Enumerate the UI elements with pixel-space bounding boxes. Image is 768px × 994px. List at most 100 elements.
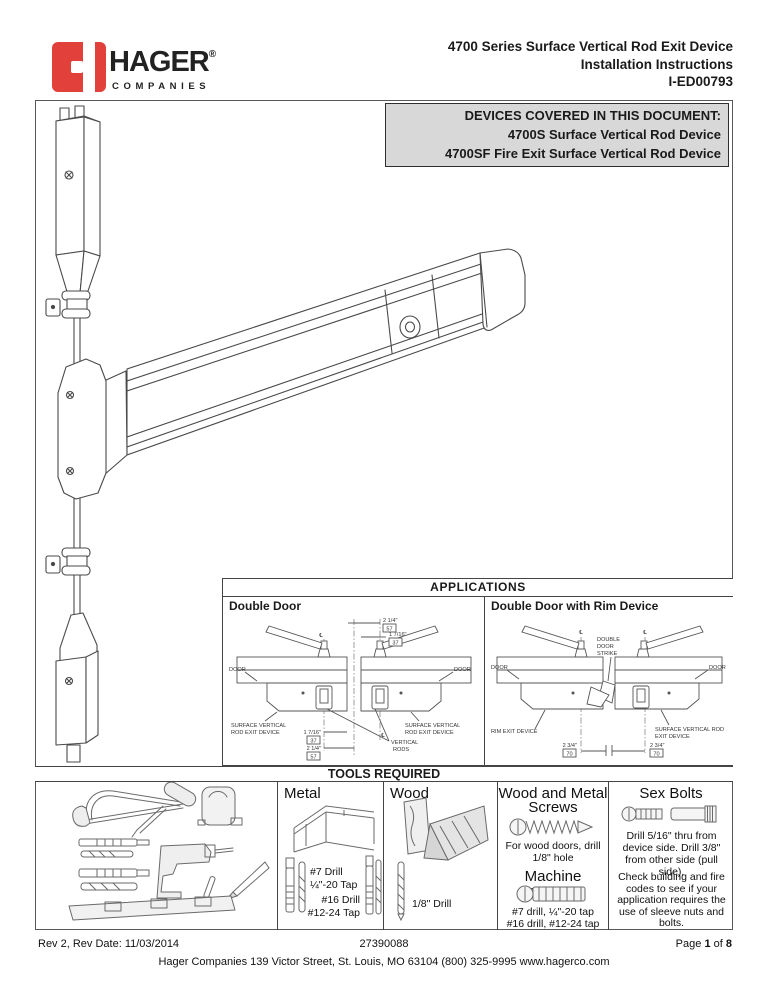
dim-top-inner: 1 7/16": [389, 632, 407, 638]
page-indicator: Page 1 of 8: [676, 938, 732, 950]
svr-device-label-left: SURFACE VERTICAL: [231, 723, 286, 729]
hacksaw-icon: [72, 790, 184, 827]
dim-bot-outer-mm: 57: [310, 755, 316, 761]
dim-bot-outer: 2 1/4": [307, 746, 321, 752]
machine-screw-note-2: #16 drill, #12-24 tap: [506, 918, 600, 930]
tap-icon: [78, 838, 150, 878]
devices-covered-box: DEVICES COVERED IN THIS DOCUMENT: 4700S …: [385, 103, 729, 167]
dim-top-outer-mm: 57: [386, 627, 392, 633]
svr-device-label-right-2: ROD EXIT DEVICE: [405, 730, 454, 736]
machine-screw-icon: [516, 885, 586, 903]
logo-hinge-tab-icon: [71, 61, 84, 73]
svr-device-label-2: EXIT DEVICE: [655, 734, 690, 740]
rim-exit-device-label: RIM EXIT DEVICE: [491, 729, 538, 735]
metal-tools-column: Metal #7 Drill ¼"-20 Tap: [277, 782, 383, 930]
double-door-strike-label-3: STRIKE: [597, 651, 617, 657]
double-door-panel: Double Door ℄ ℄: [223, 596, 485, 765]
brand-text: HAGER: [109, 46, 210, 78]
machine-screw-note-1: #7 drill, ¼"-20 tap: [512, 906, 594, 918]
double-door-diagram: ℄ ℄: [229, 618, 472, 761]
sex-bolt-icon: [621, 805, 717, 823]
wood-screw-icon: [509, 818, 594, 836]
dim-left: 2 3/4": [563, 743, 577, 749]
dim-right-mm: 70: [653, 752, 659, 758]
tap1-line1: #7 Drill: [310, 866, 343, 878]
double-door-strike-label-2: DOOR: [597, 644, 614, 650]
page-of: of: [713, 938, 723, 950]
dim-left-mm: 70: [566, 752, 572, 758]
sex-bolts-note-2: Check building and fire codes to see if …: [617, 871, 726, 929]
tape-measure-icon: [197, 786, 243, 826]
tap-and-drill-icon: [365, 855, 382, 915]
centerline-symbol: ℄: [318, 633, 323, 639]
page-number: 1: [704, 938, 711, 950]
brand-subtitle: COMPANIES: [112, 81, 211, 92]
page-total: 8: [725, 938, 732, 950]
door-label-left: DOOR: [229, 667, 246, 673]
drill-bit-icon: [397, 861, 405, 922]
drill-bit-icon: [80, 850, 138, 891]
applications-heading: APPLICATIONS: [223, 579, 733, 597]
top-latch: [55, 105, 101, 296]
dim-bot-inner: 1 7/16": [303, 730, 321, 736]
document-title: 4700 Series Surface Vertical Rod Exit De…: [448, 38, 733, 91]
centerline-symbol: ℄: [380, 733, 385, 739]
wood-screw-note-1: For wood doors, drill: [505, 840, 601, 852]
vertical-rods-label-2: RODS: [393, 747, 409, 753]
double-door-rim-title: Double Door with Rim Device: [491, 599, 659, 613]
devices-heading: DEVICES COVERED IN THIS DOCUMENT:: [464, 108, 721, 123]
logo-hinge-icon: [83, 42, 95, 92]
page-label: Page: [675, 938, 702, 950]
screws-title-2: Screws: [528, 799, 578, 816]
device-model-1: 4700S Surface Vertical Rod Device: [507, 127, 721, 142]
small-drill-bit-icon: [203, 876, 216, 899]
wood-screw-note-2: 1/8" hole: [532, 852, 574, 864]
svr-device-label-right: SURFACE VERTICAL: [405, 723, 460, 729]
registered-mark: ®: [208, 49, 216, 60]
exit-device-illustration: [45, 105, 526, 763]
screwdriver-icon: [131, 781, 197, 838]
rod-guide-lower: [45, 547, 91, 576]
double-door-title: Double Door: [229, 599, 301, 613]
cylinder-lock-icon: [399, 315, 421, 339]
revision-info: Rev 2, Rev Date: 11/03/2014: [38, 938, 180, 950]
door-label-right: DOOR: [709, 665, 726, 671]
sex-bolts-column: Sex Bolts Drill 5/16" thru from device s…: [608, 782, 733, 930]
dim-top-outer: 2 1/4": [383, 618, 397, 624]
brand-name: HAGER®: [109, 46, 216, 79]
metal-frame-illustration: [293, 805, 375, 853]
screws-title-1: Wood and Metal: [498, 785, 608, 802]
title-line-2: Installation Instructions: [580, 56, 733, 72]
push-bar: [126, 248, 526, 456]
rod-guide-upper: [45, 290, 91, 319]
dim-top-inner-mm: 37: [392, 641, 398, 647]
wood-title: Wood: [390, 785, 429, 802]
dim-bot-inner-mm: 37: [310, 739, 316, 745]
svr-device-label: SURFACE VERTICAL ROD: [655, 727, 724, 733]
content-border: [35, 100, 733, 930]
wood-frame-illustration: [403, 797, 489, 861]
dim-right: 2 3/4": [650, 743, 664, 749]
vertical-rods-label: VERTICAL: [391, 740, 418, 746]
device-model-2: 4700SF Fire Exit Surface Vertical Rod De…: [444, 146, 721, 161]
double-door-rim-panel: Double Door with Rim Device ℄ ℄: [485, 596, 733, 765]
tap-and-drill-icon: [285, 857, 306, 913]
screws-column: Wood and Metal Screws For wood doors, dr…: [497, 782, 608, 930]
wood-drill-label: 1/8" Drill: [412, 898, 452, 910]
level-icon: [68, 895, 236, 921]
bottom-bolt: [66, 744, 81, 763]
applications-section: APPLICATIONS Double Door ℄ ℄: [222, 578, 733, 766]
sex-bolts-title: Sex Bolts: [639, 785, 703, 802]
metal-title: Metal: [284, 785, 321, 802]
push-bar-end-cap: [479, 248, 526, 331]
wood-tools-column: Wood 1/8" Drill: [383, 782, 497, 930]
centerline-symbol: ℄: [642, 630, 647, 636]
bottom-latch: [55, 612, 99, 763]
double-door-rim-diagram: ℄ ℄: [491, 625, 726, 758]
cordless-drill-icon: [156, 843, 234, 899]
double-door-strike-label: DOUBLE: [597, 637, 620, 643]
pencil-icon: [226, 861, 270, 900]
hager-logo-mark: [52, 42, 106, 92]
tap2-line2: #12-24 Tap: [307, 906, 360, 919]
centerline-symbol: ℄: [578, 630, 583, 636]
